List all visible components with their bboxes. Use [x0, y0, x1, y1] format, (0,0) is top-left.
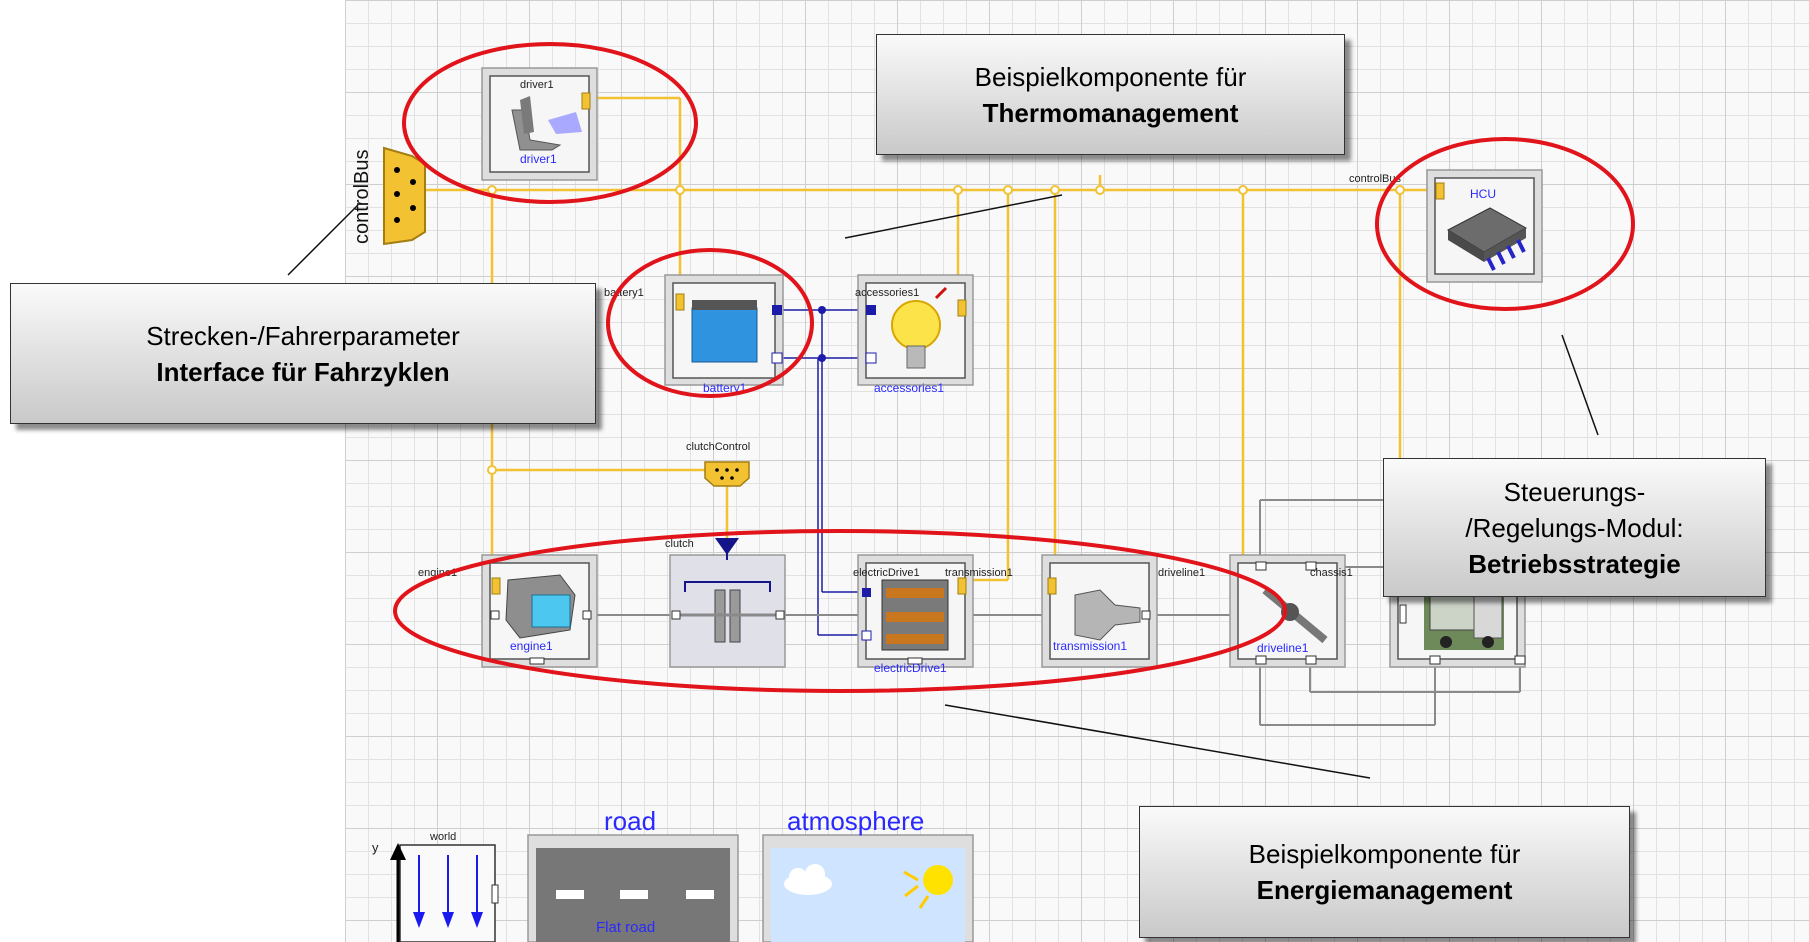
engine-component[interactable] — [481, 554, 598, 668]
bus-junctions — [487, 185, 1405, 475]
electric-nodes — [818, 306, 826, 362]
highlight-driver — [402, 42, 698, 204]
callout-pointer-lines — [287, 194, 1599, 779]
engine-label-bottom: engine1 — [510, 639, 553, 653]
driveline-label-top: driveline1 — [1158, 567, 1205, 579]
clutch-component[interactable] — [669, 538, 786, 668]
accessories-label-bottom: accessories1 — [874, 381, 944, 395]
highlight-hcu — [1375, 137, 1635, 311]
chassis-label-top: chassis1 — [1310, 567, 1353, 579]
world-component[interactable] — [390, 843, 499, 942]
transmission-label-bottom: transmission1 — [1053, 639, 1127, 653]
road-component[interactable] — [527, 834, 739, 942]
callout-steuerung-line1: Steuerungs- — [1503, 476, 1646, 507]
battery-component[interactable] — [664, 274, 784, 386]
hcu-control-bus-label: controlBus — [1349, 173, 1401, 185]
driver-label-top: driver1 — [520, 79, 554, 91]
callout-steuerung-line2: /Regelungs-Modul: — [1465, 512, 1684, 543]
driveline-label-bottom: driveline1 — [1257, 641, 1309, 655]
electric-drive-component[interactable] — [857, 554, 974, 668]
callout-steuerung: Steuerungs- /Regelungs-Modul: Betriebsst… — [1383, 458, 1766, 597]
callout-thermo-line2: Thermomanagement — [982, 97, 1239, 128]
highlight-battery — [606, 248, 814, 398]
battery-label-top: battery1 — [604, 287, 644, 299]
callout-strecke: Strecken-/Fahrerparameter Interface für … — [10, 283, 596, 424]
accessories-label-top: accessories1 — [855, 287, 919, 299]
highlight-powertrain — [393, 529, 1287, 693]
transmission-label-top: transmission1 — [945, 567, 1013, 579]
control-bus-connector[interactable] — [383, 146, 426, 246]
world-label: world — [429, 831, 456, 843]
callout-strecke-line1: Strecken-/Fahrerparameter — [146, 320, 460, 351]
callout-energiemanagement: Beispielkomponente für Energiemanagement — [1139, 806, 1630, 938]
engine-label-top: engine1 — [418, 567, 457, 579]
transmission-component[interactable] — [1041, 554, 1158, 668]
callout-energie-line1: Beispielkomponente für — [1248, 839, 1521, 869]
callout-strecke-line2: Interface für Fahrzyklen — [156, 356, 450, 387]
callout-thermomanagement: Beispielkomponente für Thermomanagement — [876, 34, 1345, 155]
battery-label-bottom: battery1 — [703, 381, 747, 395]
road-caption: Flat road — [596, 919, 655, 936]
callout-energie-line2: Energiemanagement — [1256, 875, 1513, 905]
clutch-control-label: clutchControl — [686, 441, 750, 453]
accessories-component[interactable] — [857, 274, 974, 386]
clutch-label: clutch — [665, 538, 694, 550]
clutch-control-connector[interactable] — [704, 461, 750, 487]
hcu-label: HCU — [1470, 187, 1496, 201]
driver-component[interactable] — [481, 67, 598, 181]
atmosphere-component[interactable] — [762, 834, 974, 942]
driveline-component[interactable] — [1229, 554, 1346, 668]
driver-label-bottom: driver1 — [520, 152, 557, 166]
electric-drive-label-top: electricDrive1 — [853, 567, 920, 579]
callout-thermo-line1: Beispielkomponente für — [974, 61, 1247, 92]
electric-drive-label-bottom: electricDrive1 — [874, 661, 947, 675]
callout-steuerung-line3: Betriebsstrategie — [1468, 548, 1681, 579]
axis-y-label: y — [372, 840, 379, 855]
atmosphere-title: atmosphere — [787, 806, 924, 836]
road-title: road — [604, 806, 656, 836]
highlight-ellipses — [393, 42, 1635, 693]
control-bus-label: controlBus — [351, 150, 373, 245]
hcu-component[interactable] — [1426, 169, 1543, 283]
